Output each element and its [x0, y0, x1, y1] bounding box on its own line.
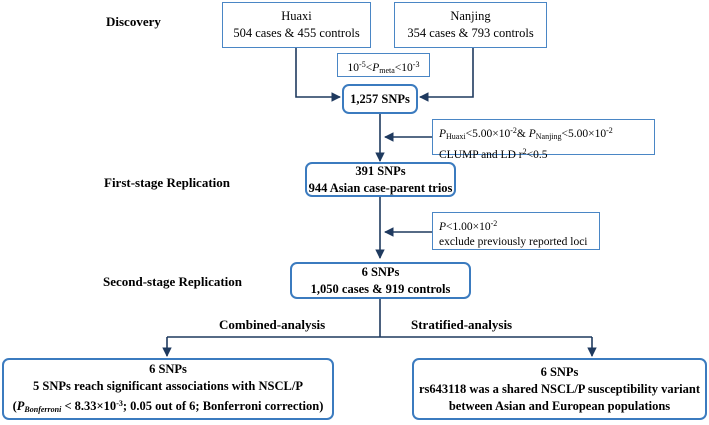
cohort-nanjing-detail: 354 cases & 793 controls	[407, 26, 534, 40]
cohort-huaxi-detail: 504 cases & 455 controls	[233, 26, 360, 40]
stratified-result-line3: between Asian and European populations	[448, 398, 671, 413]
stratified-result-snps: 6 SNPs	[540, 364, 579, 379]
stage-second-replication: Second-stage Replication	[103, 274, 243, 289]
filter-meta-box: 10-5<Pmeta<10-3	[337, 53, 430, 77]
combined-result-line3: (PBonferroni < 8.33×10-3; 0.05 out of 6;…	[12, 398, 324, 414]
branch-combined-label: Combined-analysis	[219, 317, 326, 332]
result-second-detail: 1,050 cases & 919 controls	[310, 281, 451, 296]
stage-discovery: Discovery	[106, 14, 161, 29]
cohort-nanjing-name: Nanjing	[450, 9, 491, 23]
result-first-detail: 944 Asian case-parent trios	[308, 180, 453, 195]
combined-result-box: 6 SNPs 5 SNPs reach significant associat…	[2, 358, 334, 420]
combined-result-line2: 5 SNPs reach significant associations wi…	[33, 378, 303, 393]
stratified-result-box: 6 SNPs rs643118 was a shared NSCL/P susc…	[412, 358, 707, 420]
result-second-snps: 6 SNPs	[361, 264, 400, 279]
combined-result-snps: 6 SNPs	[149, 361, 187, 376]
result-discovery-snps: 1,257 SNPs	[350, 91, 410, 106]
arrow-huaxi	[295, 48, 341, 102]
result-second-box: 6 SNPs 1,050 cases & 919 controls	[290, 262, 471, 299]
filter-second-box: P<1.00×10-2 exclude previously reported …	[432, 212, 600, 250]
result-discovery-box: 1,257 SNPs	[342, 84, 418, 114]
result-first-box: 391 SNPs 944 Asian case-parent trios	[305, 162, 456, 197]
split-line	[167, 299, 592, 338]
cohort-huaxi-box: Huaxi 504 cases & 455 controls	[222, 2, 371, 48]
arrow-nanjing	[419, 48, 474, 102]
result-first-snps: 391 SNPs	[355, 163, 406, 178]
stage-first-replication: First-stage Replication	[104, 175, 231, 190]
cohort-huaxi-name: Huaxi	[281, 9, 312, 23]
filter-first-box: PHuaxi<5.00×10-2& PNanjing<5.00×10-2 CLU…	[432, 119, 655, 161]
stratified-result-line2: rs643118 was a shared NSCL/P susceptibil…	[418, 381, 701, 396]
branch-stratified-label: Stratified-analysis	[411, 317, 513, 332]
cohort-nanjing-box: Nanjing 354 cases & 793 controls	[394, 2, 547, 48]
